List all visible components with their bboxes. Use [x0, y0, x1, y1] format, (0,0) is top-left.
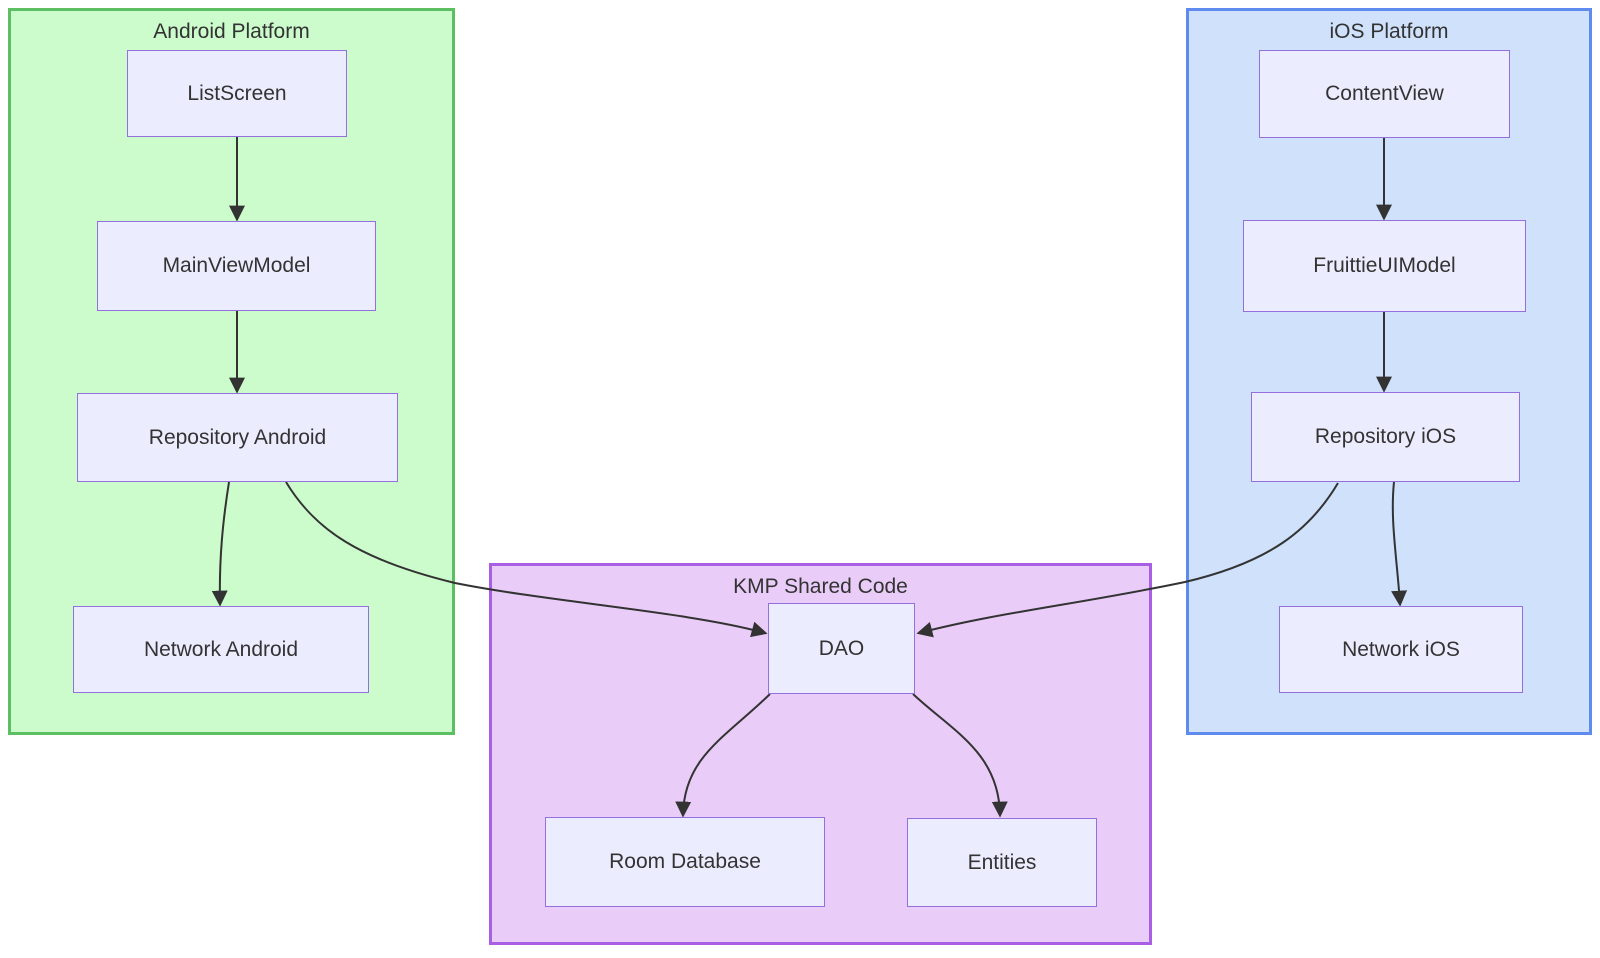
node-contentview: ContentView: [1259, 50, 1510, 138]
node-repository-android: Repository Android: [77, 393, 398, 482]
node-entities: Entities: [907, 818, 1097, 907]
node-repository-ios: Repository iOS: [1251, 392, 1520, 482]
node-room-database: Room Database: [545, 817, 825, 907]
node-network-ios: Network iOS: [1279, 606, 1523, 693]
node-mainviewmodel: MainViewModel: [97, 221, 376, 311]
node-listscreen: ListScreen: [127, 50, 347, 137]
container-android-platform-title: Android Platform: [153, 20, 310, 43]
container-ios-platform-title: iOS Platform: [1329, 20, 1449, 43]
node-network-android: Network Android: [73, 606, 369, 693]
container-kmp-shared-code-title: KMP Shared Code: [733, 575, 908, 598]
node-fruittieuimodel: FruittieUIModel: [1243, 220, 1526, 312]
node-dao: DAO: [768, 603, 915, 694]
